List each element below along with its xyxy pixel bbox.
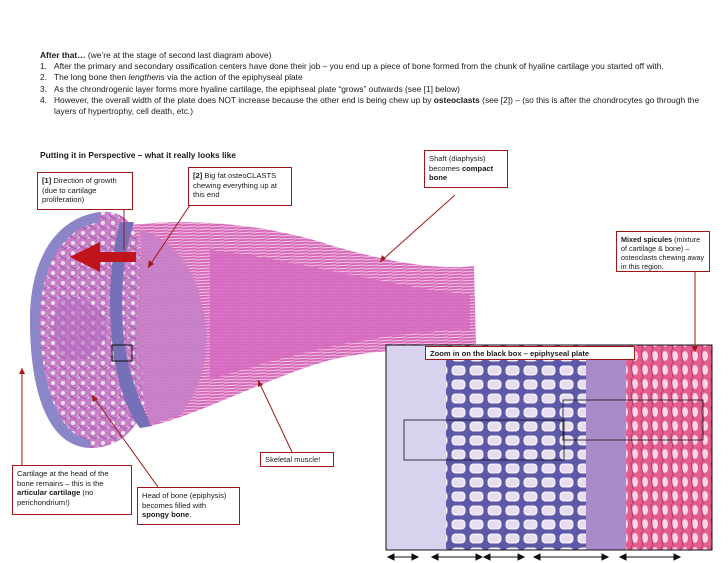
intro-list: 1. After the primary and secondary ossifi… bbox=[40, 61, 700, 117]
callout-bold: compact bone bbox=[429, 163, 494, 183]
callout-text: Big fat osteoCLASTS chewing everything u… bbox=[193, 171, 278, 200]
bone-specimen bbox=[12, 163, 480, 459]
callout-text: . bbox=[189, 510, 192, 520]
callout-bold: spongy bone bbox=[142, 510, 190, 520]
callout-head-of-bone: Head of bone (epiphysis) becomes filled … bbox=[137, 487, 240, 525]
intro-section: After that… (we’re at the stage of secon… bbox=[40, 50, 700, 117]
intro-item-4: 4. However, the overall width of the plat… bbox=[40, 95, 700, 117]
item-text: After the primary and secondary ossifica… bbox=[54, 61, 664, 72]
item-text: via the action of the epiphyseal plate bbox=[164, 72, 303, 83]
callout-ref: [1] bbox=[42, 176, 52, 185]
intro-item-1: 1. After the primary and secondary ossifi… bbox=[40, 61, 700, 72]
callout-bold: Mixed spicules bbox=[621, 235, 673, 244]
item-number: 1. bbox=[40, 61, 47, 72]
intro-item-3: 3. As the chrondrogenic layer forms more … bbox=[40, 84, 700, 95]
leader-arrowheads bbox=[19, 255, 698, 402]
zoom-micrograph bbox=[385, 344, 713, 551]
callout-text: (no perichondrium!) bbox=[17, 488, 94, 507]
callout-bold: articular cartilage bbox=[17, 488, 81, 498]
intro-item-2: 2. The long bone then lengthens via the a… bbox=[40, 72, 700, 83]
zone-arrows bbox=[386, 553, 682, 561]
callout-skeletal-muscle: Skeletal muscle! bbox=[260, 452, 334, 467]
item-text: (see [2]) – (so this is after the chondr… bbox=[54, 94, 700, 117]
callout-mixed-spicules: Mixed spicules (mixture of cartilage & b… bbox=[616, 231, 710, 272]
item-text: However, the overall width of the plate … bbox=[54, 94, 434, 105]
callout-osteoclasts: [2] Big fat osteoCLASTS chewing everythi… bbox=[188, 167, 292, 206]
growth-arrow-icon bbox=[70, 242, 136, 272]
item-bold: osteoclasts bbox=[433, 94, 480, 105]
callout-text: Shaft (diaphysis) becomes bbox=[429, 154, 486, 173]
item-number: 3. bbox=[40, 83, 47, 94]
callout-shaft: Shaft (diaphysis) becomes compact bone bbox=[424, 150, 508, 188]
callout-zoom-label: Zoom in on the black box – epiphyseal pl… bbox=[425, 346, 635, 360]
item-text: The long bone then bbox=[54, 72, 129, 83]
intro-lead-bold: After that… bbox=[40, 50, 86, 60]
item-text: As the chrondrogenic layer forms more hy… bbox=[54, 83, 460, 94]
callout-ref: [2] bbox=[193, 171, 203, 180]
callout-text: Head of bone (epiphysis) becomes filled … bbox=[142, 491, 227, 510]
callout-text: Cartilage at the head of the bone remain… bbox=[17, 469, 109, 488]
item-emphasis: lengthens bbox=[128, 72, 165, 83]
intro-lead-rest: (we’re at the stage of second last diagr… bbox=[85, 50, 272, 60]
perspective-heading: Putting it in Perspective – what it real… bbox=[40, 150, 236, 160]
callout-articular-cartilage: Cartilage at the head of the bone remain… bbox=[12, 465, 132, 515]
item-number: 4. bbox=[40, 94, 47, 105]
callout-leaders bbox=[21, 194, 696, 488]
callout-text: (mixture of cartilage & bone) – osteocla… bbox=[621, 235, 705, 271]
callout-direction-of-growth: [1] Direction of growth (due to cartilag… bbox=[37, 172, 133, 210]
callout-text: Direction of growth (due to cartilage pr… bbox=[42, 176, 117, 205]
intro-lead: After that… (we’re at the stage of secon… bbox=[40, 50, 700, 61]
item-number: 2. bbox=[40, 72, 47, 83]
